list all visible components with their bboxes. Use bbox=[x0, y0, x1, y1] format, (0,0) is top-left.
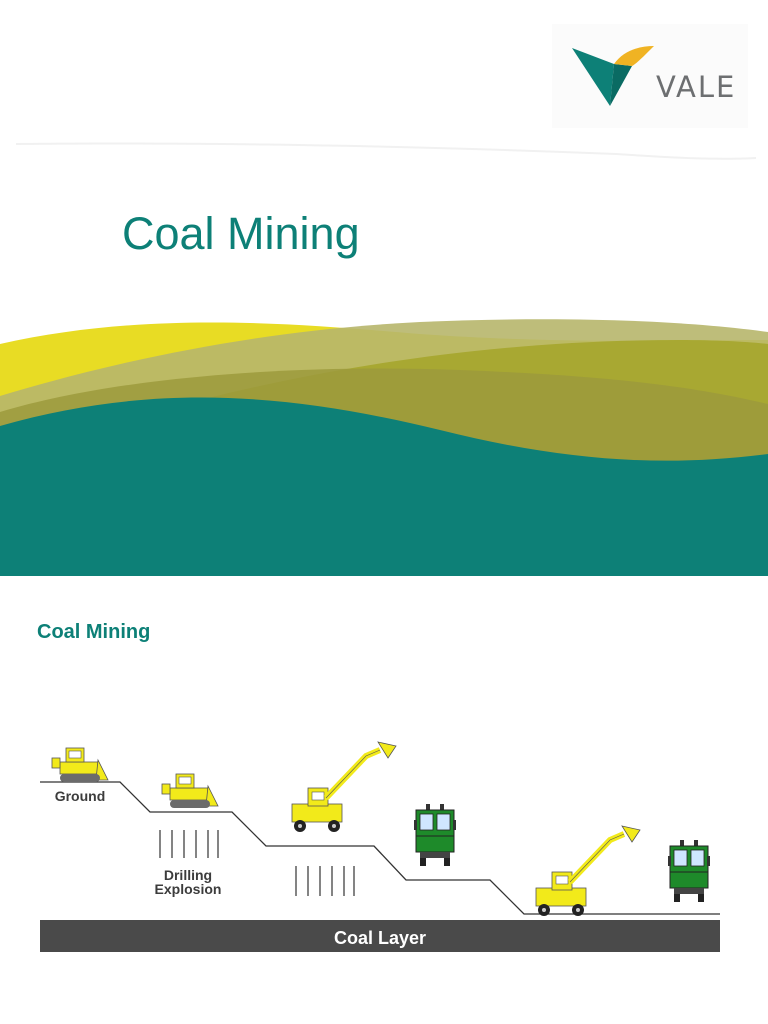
ground-profile bbox=[40, 781, 720, 915]
drill-holes-1 bbox=[159, 830, 219, 858]
logo-text: VALE bbox=[656, 70, 737, 104]
diagram-slide: Coal Mining bbox=[0, 576, 768, 1024]
label-drilling: Drilling bbox=[163, 867, 213, 883]
diagram-title: Coal Mining bbox=[37, 621, 151, 643]
mining-diagram bbox=[40, 741, 720, 952]
truck-icon-2 bbox=[668, 840, 710, 902]
drill-holes-2 bbox=[295, 866, 355, 896]
label-coal-layer: Coal Layer bbox=[333, 928, 427, 948]
bulldozer-icon-2 bbox=[161, 773, 219, 808]
cover-slide: VALE Coal Mining bbox=[0, 24, 768, 576]
coal-layer-bar bbox=[40, 920, 720, 952]
wave-graphic bbox=[0, 319, 768, 576]
truck-icon-1 bbox=[414, 804, 456, 866]
excavator-icon-1 bbox=[291, 741, 397, 832]
vale-v-icon bbox=[572, 46, 654, 106]
decorative-line bbox=[16, 142, 756, 160]
label-ground: Ground bbox=[54, 788, 106, 804]
vale-logo: VALE bbox=[552, 24, 748, 128]
bulldozer-icon-1 bbox=[51, 747, 109, 782]
cover-title: Coal Mining bbox=[122, 208, 360, 259]
label-explosion: Explosion bbox=[154, 881, 222, 897]
excavator-icon-2 bbox=[535, 825, 641, 916]
